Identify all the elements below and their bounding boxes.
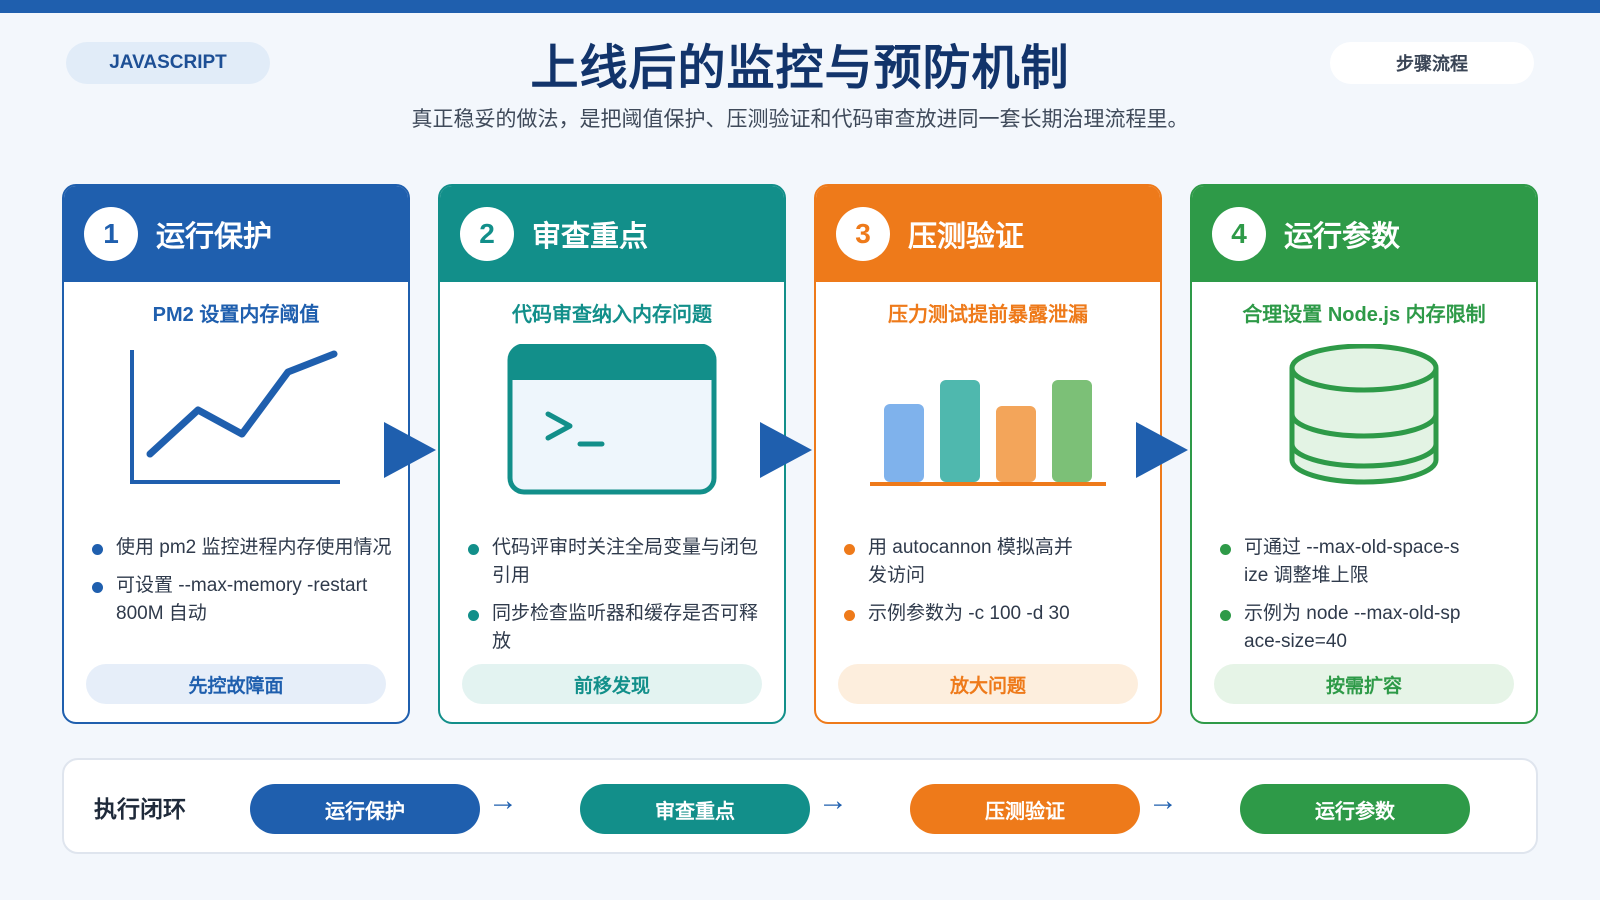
step-number: 4 <box>1212 207 1266 261</box>
bullet-item: 同步检查监听器和缓存是否可释放 <box>466 600 776 656</box>
loop-label: 执行闭环 <box>94 796 186 822</box>
execution-loop-panel: 执行闭环 运行保护 → 审查重点 → 压测验证 → 运行参数 <box>62 758 1538 854</box>
bullet-item: 可设置 --max-memory -restart 800M 自动 <box>90 572 400 628</box>
step-tag-pill: 前移发现 <box>462 664 762 704</box>
step-subtitle: 代码审查纳入内存问题 <box>512 304 712 326</box>
language-tag: JAVASCRIPT <box>66 42 270 84</box>
arrow-right-icon: → <box>818 784 848 817</box>
step-card-header: 2 审查重点 <box>440 186 784 282</box>
page-title: 上线后的监控与预防机制 <box>530 42 1070 95</box>
bullet-item: 示例为 node --max-old-space-size=40 <box>1218 600 1462 656</box>
flow-arrow-icon <box>384 422 436 478</box>
step-card-3: 3 压测验证 压力测试提前暴露泄漏 用 autocannon 模拟高并发访问 示… <box>814 184 1162 724</box>
step-number: 3 <box>836 207 890 261</box>
flow-arrow-icon <box>760 422 812 478</box>
loop-step-pill: 审查重点 <box>580 784 810 834</box>
step-card-header: 1 运行保护 <box>64 186 408 282</box>
step-number: 1 <box>84 207 138 261</box>
arrow-right-icon: → <box>488 784 518 817</box>
top-accent-bar <box>0 0 1600 13</box>
loop-step-pill: 运行保护 <box>250 784 480 834</box>
step-card-1: 1 运行保护 PM2 设置内存阈值 使用 pm2 监控进程内存使用情况 可设置 … <box>62 184 410 724</box>
step-title: 压测验证 <box>908 221 1025 253</box>
step-tag-pill: 放大问题 <box>838 664 1138 704</box>
loop-step-pill: 压测验证 <box>910 784 1140 834</box>
step-bullets: 使用 pm2 监控进程内存使用情况 可设置 --max-memory -rest… <box>90 534 400 638</box>
step-bullets: 代码评审时关注全局变量与闭包引用 同步检查监听器和缓存是否可释放 <box>466 534 776 666</box>
step-subtitle: 合理设置 Node.js 内存限制 <box>1242 304 1486 326</box>
terminal-window-icon <box>507 344 717 495</box>
step-tag-pill: 先控故障面 <box>86 664 386 704</box>
step-card-4: 4 运行参数 合理设置 Node.js 内存限制 可通过 --max-old-s… <box>1190 184 1538 724</box>
step-bullets: 用 autocannon 模拟高并发访问 示例参数为 -c 100 -d 30 <box>842 534 1082 638</box>
flow-badge: 步骤流程 <box>1330 42 1534 84</box>
loop-step-pill: 运行参数 <box>1240 784 1470 834</box>
bullet-item: 可通过 --max-old-space-size 调整堆上限 <box>1218 534 1462 590</box>
bullet-item: 示例参数为 -c 100 -d 30 <box>842 600 1082 628</box>
step-card-header: 4 运行参数 <box>1192 186 1536 282</box>
bar-chart-icon <box>870 380 1106 486</box>
page-subtitle: 真正稳妥的做法，是把阈值保护、压测验证和代码审查放进同一套长期治理流程里。 <box>411 108 1189 131</box>
step-tag-pill: 按需扩容 <box>1214 664 1514 704</box>
step-subtitle: 压力测试提前暴露泄漏 <box>888 304 1088 326</box>
flow-arrow-icon <box>1136 422 1188 478</box>
bullet-item: 用 autocannon 模拟高并发访问 <box>842 534 1082 590</box>
step-title: 运行保护 <box>156 221 273 253</box>
step-number: 2 <box>460 207 514 261</box>
step-bullets: 可通过 --max-old-space-size 调整堆上限 示例为 node … <box>1218 534 1462 666</box>
bullet-item: 代码评审时关注全局变量与闭包引用 <box>466 534 776 590</box>
step-card-2: 2 审查重点 代码审查纳入内存问题 代码评审时关注全局变量与闭包引用 同步检查监… <box>438 184 786 724</box>
arrow-right-icon: → <box>1148 784 1178 817</box>
step-title: 运行参数 <box>1284 221 1401 253</box>
step-subtitle: PM2 设置内存阈值 <box>152 304 320 326</box>
step-title: 审查重点 <box>532 221 649 253</box>
line-chart-icon <box>130 350 340 484</box>
step-card-header: 3 压测验证 <box>816 186 1160 282</box>
database-icon <box>1289 344 1439 485</box>
bullet-item: 使用 pm2 监控进程内存使用情况 <box>90 534 400 562</box>
